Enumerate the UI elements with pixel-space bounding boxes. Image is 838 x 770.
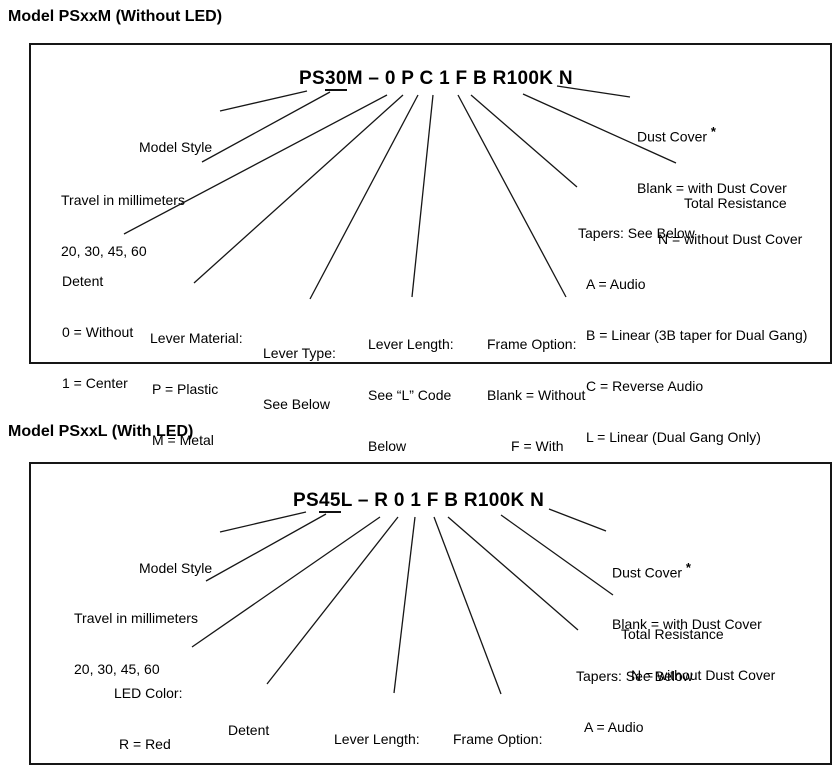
label-lever-length-2: Lever Length: 1 = 15mm 2 = 19mm [334, 697, 420, 770]
part-number-1: PS30M – 0 P C 1 F B R100K N [299, 68, 573, 91]
part1-prefix: PS [299, 68, 325, 89]
label-dust-cover-2: Dust Cover * Blank = with Dust Cover N =… [612, 525, 775, 718]
label-line: Model Style [139, 139, 213, 155]
label-line: Total Resistance [684, 195, 787, 211]
label-tapers-1: Tapers: See Below A = Audio B = Linear (… [578, 191, 807, 480]
section2-title: Model PSxxL (With LED) [8, 423, 194, 440]
label-line: 1 = Center [62, 375, 128, 391]
label-line: C = Reverse Audio [586, 378, 704, 394]
label-line: Tapers: See Below [578, 225, 695, 241]
part1-travel-code: 30 [324, 68, 347, 91]
label-line: A = Audio [586, 276, 646, 292]
section1-box [29, 43, 832, 364]
dust-cover-text: Dust Cover [612, 564, 683, 581]
label-line: Detent [228, 722, 270, 738]
label-line: 20, 30, 45, 60 [74, 661, 160, 677]
label-travel-2: Travel in millimeters 20, 30, 45, 60 [74, 576, 198, 712]
label-line: Dust Cover * [612, 559, 775, 582]
label-line: Total Resistance [621, 626, 724, 642]
label-line: M = Metal [152, 432, 214, 448]
label-line: See “L” Code [368, 387, 452, 403]
label-line: P = Plastic [152, 381, 219, 397]
asterisk: * [685, 560, 691, 575]
label-line: Below [368, 438, 407, 454]
part2-prefix: PS [293, 490, 319, 511]
label-line: Travel in millimeters [61, 192, 185, 208]
label-line: N = without Dust Cover [631, 666, 776, 683]
label-line: Lever Material: [150, 330, 243, 346]
label-line: Lever Length: [368, 336, 454, 352]
asterisk: * [710, 124, 716, 139]
section1-title: Model PSxxM (Without LED) [8, 8, 223, 25]
label-line: Blank = with Dust Cover [612, 615, 762, 632]
label-line: Tapers: See Below [576, 668, 693, 684]
label-detent-1: Detent 0 = Without 1 = Center [62, 239, 133, 426]
part-number-2: PS45L – R 0 1 F B R100K N [293, 490, 545, 513]
label-line: N = without Dust Cover [658, 230, 803, 247]
label-lever-type-1: Lever Type: See Below [263, 311, 336, 447]
label-line: Travel in millimeters [74, 610, 198, 626]
label-line: LED Color: [114, 685, 183, 701]
label-line: Lever Type: [263, 345, 336, 361]
label-lever-material-1: Lever Material: P = Plastic M = Metal [150, 296, 243, 483]
label-line: Model Style [139, 560, 213, 576]
part2-rest: L – R 0 1 F B R100K N [340, 490, 545, 511]
label-line: 0 = Without [62, 324, 134, 340]
label-line: See Below [263, 396, 330, 412]
label-frame-option-1: Frame Option: Blank = Without F = With [487, 302, 585, 489]
label-line: Dust Cover * [637, 123, 802, 146]
dust-cover-text: Dust Cover [637, 128, 708, 145]
label-line: B = Linear (3B taper for Dual Gang) [586, 327, 808, 343]
label-detent-2: Detent 0 = Without 1 = Center [228, 688, 304, 770]
label-line: Blank = Without [487, 387, 586, 403]
label-total-resistance-2: Total Resistance [621, 592, 724, 677]
label-lever-length-1: Lever Length: See “L” Code Below [368, 302, 454, 489]
label-dust-cover-1: Dust Cover * Blank = with Dust Cover N =… [637, 89, 802, 282]
label-line: A = Audio [584, 719, 644, 735]
label-tapers-2: Tapers: See Below A = Audio B = Linear (… [576, 634, 786, 770]
label-line: Detent [62, 273, 104, 289]
label-frame-option-2: Frame Option: Blank = Without F = With [453, 697, 551, 770]
label-led-color-2: LED Color: R = Red G = Orange Y = Yellow… [114, 651, 193, 770]
label-line: L = Linear (Dual Gang Only) [586, 429, 761, 445]
label-line: R = Red [119, 736, 171, 752]
label-line: 20, 30, 45, 60 [61, 243, 147, 259]
label-total-resistance-1: Total Resistance [684, 161, 787, 246]
label-line: Frame Option: [453, 731, 543, 747]
label-line: Frame Option: [487, 336, 577, 352]
part2-travel-code: 45 [318, 490, 341, 513]
label-travel-1: Travel in millimeters 20, 30, 45, 60 [61, 158, 185, 294]
section2-box [29, 462, 832, 765]
label-line: Lever Length: [334, 731, 420, 747]
label-line: Blank = with Dust Cover [637, 179, 787, 196]
part1-rest: M – 0 P C 1 F B R100K N [346, 68, 573, 89]
label-line: F = With [511, 438, 564, 454]
